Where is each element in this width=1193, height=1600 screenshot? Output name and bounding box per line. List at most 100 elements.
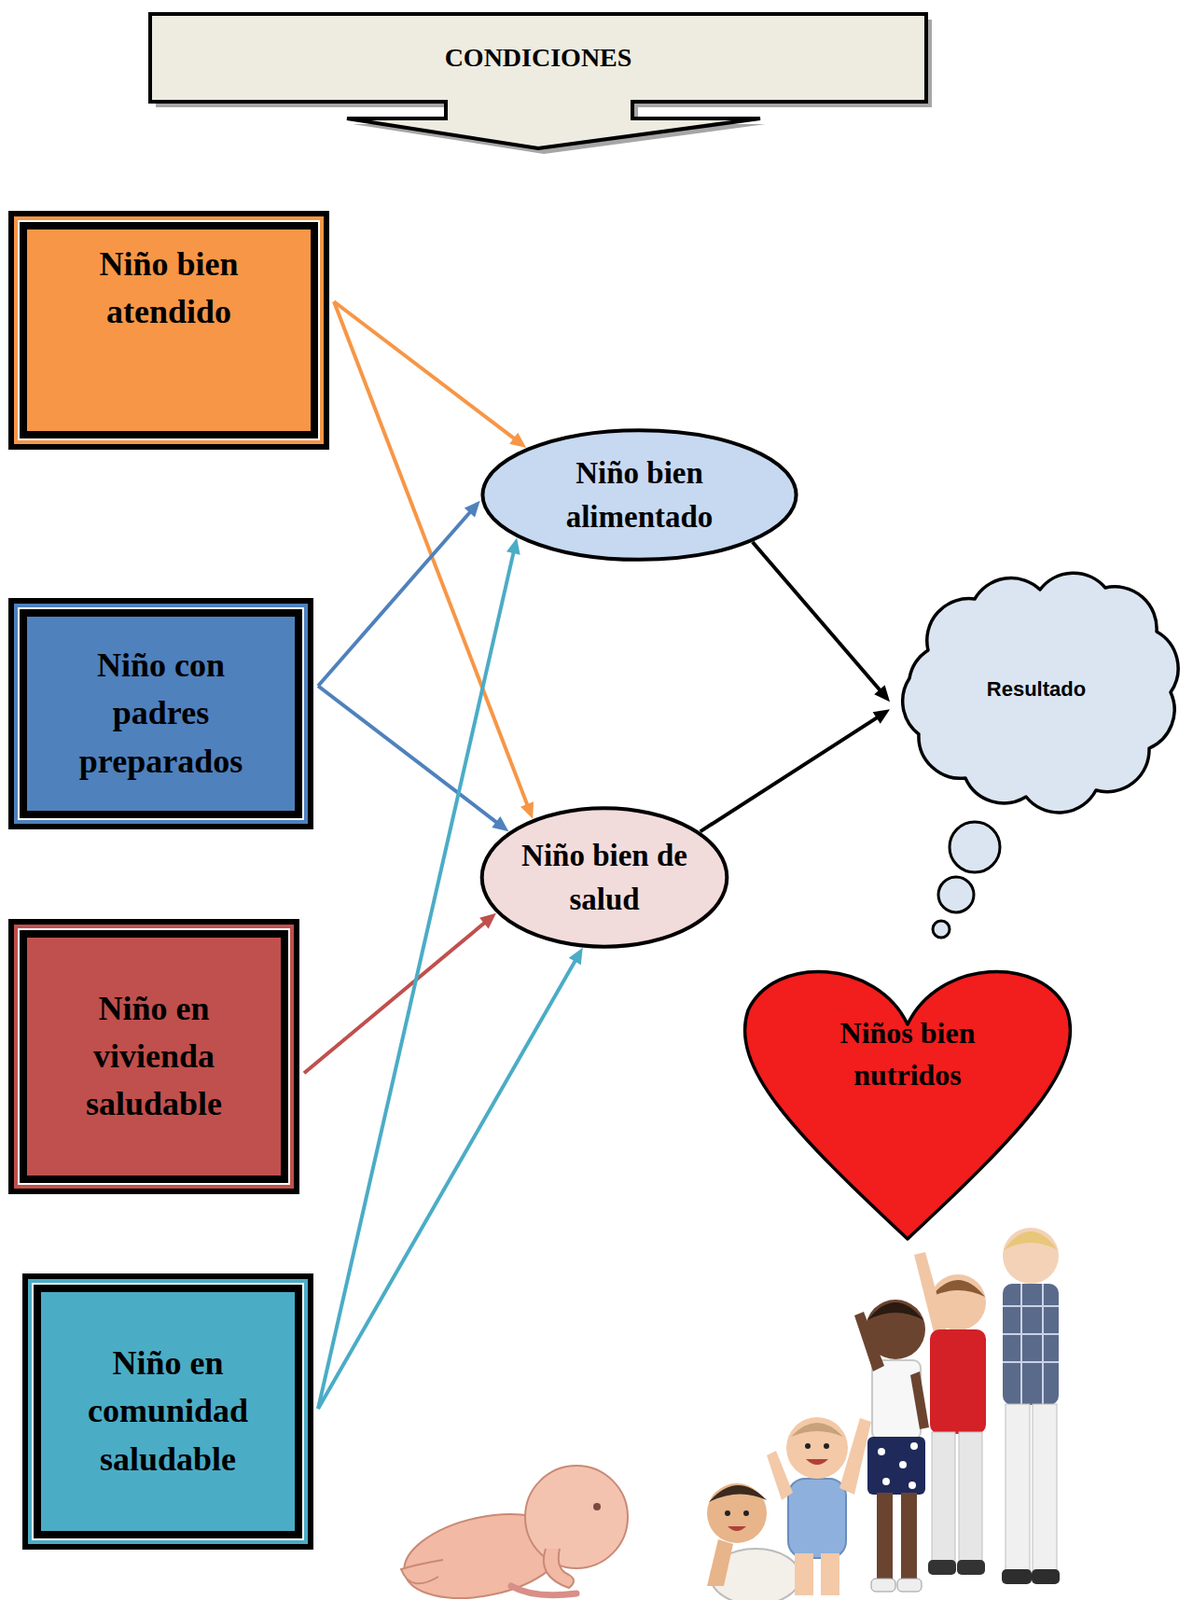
node-label: Niño bien de salud [520,833,689,922]
children-figures [928,1559,957,1575]
arrow-connector [333,301,534,819]
children-figures [930,1279,985,1297]
children-figures [707,1227,1060,1600]
children-figures [708,1484,767,1502]
outcome-ellipse: Niño bien de salud [479,805,730,949]
children-figures [707,1539,734,1586]
children-figures [804,1442,811,1449]
children-figures [1002,1304,1059,1307]
children-figures [931,1431,956,1563]
children-figures [1001,1568,1032,1584]
condition-box: Niño en comunidad saludable [22,1273,314,1550]
children-figures [1002,1332,1059,1335]
children-figures [786,1416,848,1479]
connector-line [700,715,881,832]
children-figures [958,1431,983,1563]
children-figures [872,1359,921,1440]
arrow-head [520,801,534,819]
thought-bubbles [949,821,1000,873]
node-label: Niño bien atendido [52,240,286,336]
children-figures [724,1510,731,1516]
ellipse-shape [482,430,796,560]
arrow-head [506,537,521,555]
children-figures [877,1442,918,1489]
children-figures [794,1553,814,1596]
node-label: Niño en vivienda saludable [46,984,262,1128]
children-figures [820,1553,840,1596]
arrow-head [491,816,509,832]
condition-box: Niño en vivienda saludable [8,918,300,1194]
node-label: Niño con padres preparados [49,641,274,785]
children-figures [839,1417,872,1495]
arrow-head [479,913,497,930]
fetus-figure [543,1548,574,1588]
cloud-shape [902,572,1179,813]
children-figures [882,1477,890,1485]
arrow-head [509,432,527,448]
title-banner: CONDICIONES [150,13,927,149]
arrow-connector [752,541,890,702]
children-figures [743,1510,750,1516]
children-figures [876,1492,893,1582]
children-figures [897,1578,922,1592]
banner-shape [150,13,927,149]
children-figures [1020,1283,1023,1405]
heart-outline [736,954,1079,1246]
arrow-head [568,947,583,965]
arrow-connector [318,947,583,1409]
children-figures [910,1442,918,1450]
children-figures [929,1329,986,1434]
node-label: Niño en comunidad saludable [55,1339,280,1483]
children-figures [877,1447,886,1456]
ellipse-outline [479,428,800,562]
children-figures [1002,1360,1059,1363]
fetus-figure [525,1465,628,1568]
arrow-connector [318,537,521,1409]
node-label: Niño bien alimentado [537,451,743,540]
ellipse-outline [479,805,730,949]
children-figures [899,1460,907,1469]
children-figures [805,1458,829,1465]
condition-box: Niño bien atendido [8,210,330,450]
children-figures [707,1483,767,1543]
connector-line [318,957,578,1409]
children-figures [901,1492,917,1582]
fetus-figure [396,1465,628,1600]
children-figures [727,1525,747,1531]
thought-bubbles [932,920,950,938]
node-label: Resultado [986,674,1086,704]
node-label: CONDICIONES [444,39,633,77]
connector-line [304,919,488,1073]
arrow-head [873,708,890,724]
children-figures [1003,1231,1058,1250]
fetus-figure [401,1559,444,1583]
heart-shape [745,971,1071,1239]
banner-outline [150,13,927,149]
thought-bubbles [938,876,974,913]
children-figures [1041,1283,1044,1405]
condition-box: Niño con padres preparados [8,597,314,830]
arrow-head [873,684,890,702]
connector-line [318,548,514,1409]
children-figures [1005,1403,1030,1572]
children-figures [790,1422,844,1437]
thought-bubbles [932,821,1000,938]
children-figures [1002,1283,1059,1405]
arrow-connector [700,708,890,832]
connector-line [318,509,473,686]
arrow-head [464,500,481,518]
children-figures [1031,1568,1060,1584]
children-figures [867,1436,926,1495]
children-figures [1032,1403,1057,1572]
children-figures [854,1311,885,1372]
arrow-connector [318,500,481,687]
children-figures [871,1578,896,1592]
children-figures [1002,1227,1059,1284]
children-figures [766,1450,793,1500]
children-figures [910,1371,930,1429]
node-label: Niños bien nutridos [814,1012,1001,1097]
result-cloud: Resultado [886,561,1187,817]
arrow-connector [318,685,509,832]
connector-line [752,541,883,694]
outcome-ellipse: Niño bien alimentado [479,428,800,562]
